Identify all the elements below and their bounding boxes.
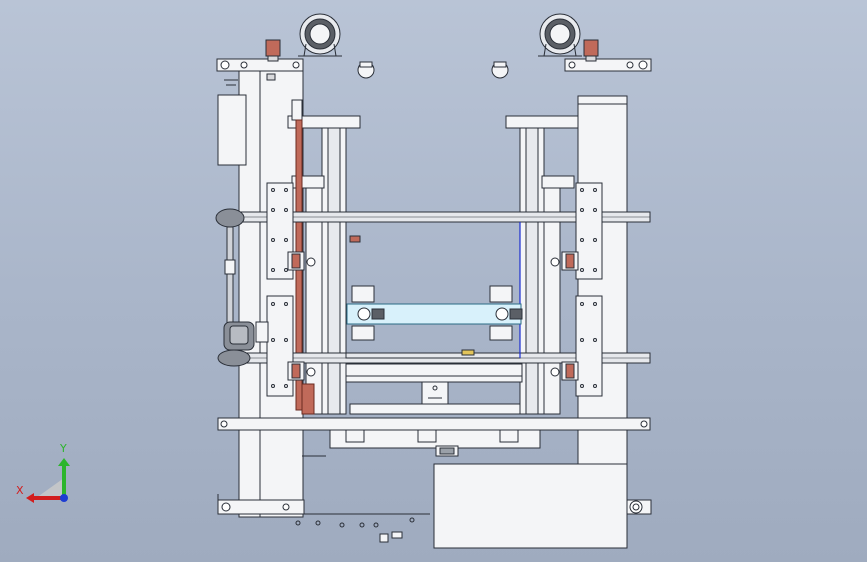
inner-frame	[345, 221, 523, 383]
top-ring-right	[538, 13, 582, 57]
bracket-plate-right-lower	[575, 295, 603, 397]
bottom-cross-beam	[217, 417, 651, 457]
top-bar-left	[216, 39, 304, 72]
top-bar-right	[564, 39, 652, 72]
left-cylinder	[215, 208, 269, 367]
right-outer-column	[577, 95, 628, 467]
bottom-right-block	[433, 463, 628, 549]
bracket-plate-right-upper	[575, 182, 603, 280]
bearing-blocks	[287, 235, 579, 381]
y-axis-label: Y	[60, 442, 67, 455]
bottom-right-foot	[626, 499, 652, 515]
bracket-plate-left-lower	[266, 295, 294, 397]
highlighted-cross-beam	[346, 285, 523, 341]
top-knob-right	[491, 61, 509, 79]
x-axis-label: X	[16, 484, 24, 497]
bottom-left-base	[217, 494, 430, 543]
top-knob-left	[357, 61, 375, 79]
coordinate-triad	[26, 458, 70, 503]
top-ring-left	[298, 13, 342, 57]
center-bottom-bracket	[349, 349, 521, 415]
